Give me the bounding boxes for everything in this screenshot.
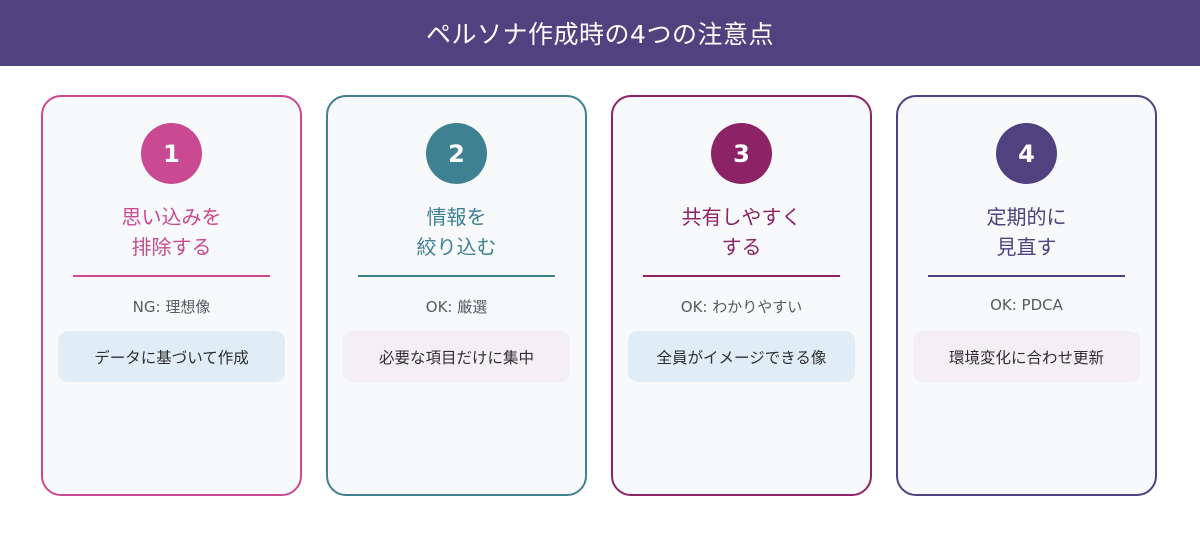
card-title-line: 情報を [426,205,487,229]
card-note-box: データに基づいて作成 [58,331,285,382]
card-subtitle: NG: 理想像 [132,298,211,316]
card-title-line: 見直す [996,235,1057,259]
card-subtitle: OK: 厳選 [425,298,488,316]
card-note-box: 環境変化に合わせ更新 [913,331,1140,382]
card-divider [643,275,840,277]
step-number-badge: 1 [141,123,202,184]
page-title: ペルソナ作成時の4つの注意点 [426,20,774,49]
card-3: 3 共有しやすく する OK: わかりやすい 全員がイメージできる像 [611,95,872,496]
card-divider [928,275,1125,277]
card-1: 1 思い込みを 排除する NG: 理想像 データに基づいて作成 [41,95,302,496]
card-subtitle: OK: PDCA [990,296,1063,314]
card-4: 4 定期的に 見直す OK: PDCA 環境変化に合わせ更新 [896,95,1157,496]
header-banner: ペルソナ作成時の4つの注意点 [0,0,1200,66]
step-number-badge: 4 [996,123,1057,184]
card-title: 定期的に 見直す [898,202,1155,262]
card-2: 2 情報を 絞り込む OK: 厳選 必要な項目だけに集中 [326,95,587,496]
card-divider [73,275,270,277]
step-number-badge: 2 [426,123,487,184]
card-divider [358,275,555,277]
step-number-badge: 3 [711,123,772,184]
card-title-line: 共有しやすく [681,205,802,229]
card-title: 思い込みを 排除する [43,202,300,262]
card-note-box: 必要な項目だけに集中 [343,331,570,382]
card-subtitle: OK: わかりやすい [680,298,803,316]
card-title-line: する [721,235,762,259]
card-title-line: 排除する [131,235,212,259]
card-title-line: 定期的に [986,205,1067,229]
card-title-line: 思い込みを [121,205,222,229]
card-title: 共有しやすく する [613,202,870,262]
card-title-line: 絞り込む [416,235,497,259]
card-note-box: 全員がイメージできる像 [628,331,855,382]
card-title: 情報を 絞り込む [328,202,585,262]
